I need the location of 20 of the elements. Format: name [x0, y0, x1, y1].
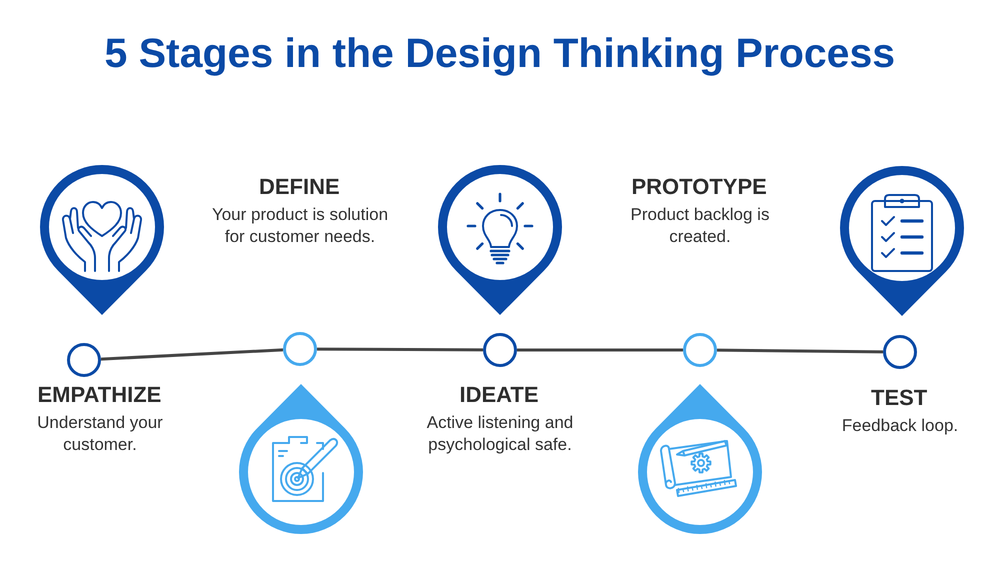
timeline-connector: [100, 348, 284, 361]
stage-heading: DEFINE: [259, 174, 341, 200]
stage-description: Your product is solution for customer needs.: [211, 204, 389, 248]
timeline-circle: [67, 343, 101, 377]
stage-heading: PROTOTYPE: [632, 174, 768, 200]
timeline-connector: [716, 348, 884, 354]
stage-heading: EMPATHIZE: [38, 382, 162, 408]
stage-description: Product backlog is created.: [630, 204, 770, 248]
page-title: 5 Stages in the Design Thinking Process: [104, 30, 896, 77]
timeline-connector: [317, 348, 483, 352]
stage-description: Feedback loop.: [841, 415, 959, 437]
stage-heading: TEST: [871, 385, 928, 411]
timeline-connector: [517, 348, 683, 352]
stage-description: Active listening and psychological safe.: [426, 412, 574, 456]
stage-heading: IDEATE: [460, 382, 540, 408]
timeline-circle: [283, 332, 317, 366]
timeline-circle: [483, 333, 517, 367]
stage-description: Understand your customer.: [36, 412, 164, 456]
timeline-circle: [683, 333, 717, 367]
timeline-circle: [883, 335, 917, 369]
